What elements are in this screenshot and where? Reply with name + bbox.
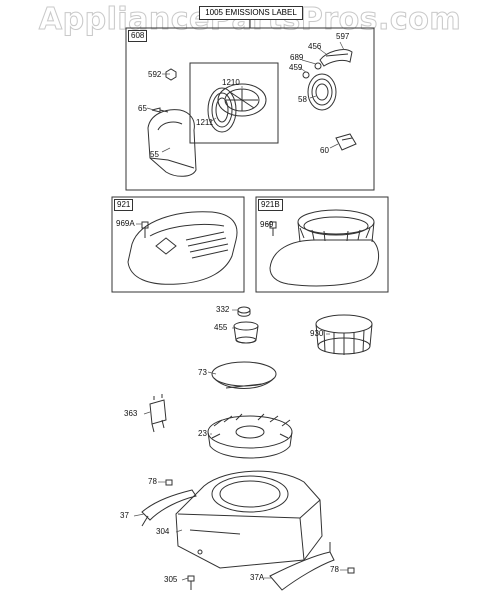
callout-304: 304 (156, 527, 170, 536)
callout-689: 689 (290, 53, 304, 62)
callout-37a: 37A (250, 573, 265, 582)
group-tag-921: 921 (114, 199, 134, 211)
part-65-screw (151, 107, 169, 113)
callout-60: 60 (320, 146, 329, 155)
callout-58: 58 (298, 95, 307, 104)
callout-363: 363 (124, 409, 138, 418)
callout-597: 597 (336, 32, 350, 41)
part-58-rope-coil (307, 73, 337, 111)
part-592-nut (165, 68, 177, 81)
part-921b-cover (269, 209, 379, 287)
part-456-597-handle (319, 49, 353, 67)
part-78-screw-upper (165, 479, 173, 486)
part-969a-screw (141, 221, 149, 238)
callout-78-upper: 78 (148, 477, 157, 486)
group-921-frame (111, 196, 245, 293)
part-459-screw (302, 71, 310, 79)
callout-1210: 1210 (222, 78, 240, 87)
callout-78-lower: 78 (330, 565, 339, 574)
part-78-screw-lower (347, 567, 355, 574)
callout-969: 969 (260, 220, 274, 229)
part-305-screw (187, 575, 195, 590)
part-1210-pulley (217, 83, 267, 117)
part-969-screw (269, 221, 277, 236)
part-55-housing (147, 109, 197, 177)
callout-930: 930 (310, 329, 324, 338)
callout-1211: 1211 (196, 118, 214, 127)
group-921b-frame (255, 196, 389, 293)
part-689-washer (314, 62, 322, 70)
part-304-blower-housing (175, 470, 323, 569)
part-332-nut (237, 306, 251, 317)
inner-rewind-frame (189, 62, 279, 144)
part-1211-spring (207, 87, 237, 133)
part-921-cover (127, 211, 238, 285)
group-tag-921b: 921B (258, 199, 283, 211)
callout-305: 305 (164, 575, 178, 584)
part-60-clip (335, 133, 357, 151)
part-73-plate (211, 361, 277, 389)
callout-456: 456 (308, 42, 322, 51)
callout-37: 37 (120, 511, 129, 520)
group-608-frame (125, 27, 375, 191)
callout-332: 332 (216, 305, 230, 314)
callout-55: 55 (150, 150, 159, 159)
part-455-cup (233, 321, 259, 344)
callout-459: 459 (289, 63, 303, 72)
part-363-armature (149, 394, 167, 433)
emission-label-box: 1005 EMISSIONS LABEL (199, 6, 303, 20)
part-930-screen (315, 314, 373, 355)
part-23-flywheel (207, 413, 293, 459)
callout-65: 65 (138, 104, 147, 113)
callout-455: 455 (214, 323, 228, 332)
callout-23: 23 (198, 429, 207, 438)
group-tag-608: 608 (128, 30, 148, 42)
callout-592: 592 (148, 70, 162, 79)
part-37a-deflector (269, 542, 335, 591)
part-37-baffle (141, 489, 197, 527)
callout-73: 73 (198, 368, 207, 377)
callout-969a: 969A (116, 219, 135, 228)
